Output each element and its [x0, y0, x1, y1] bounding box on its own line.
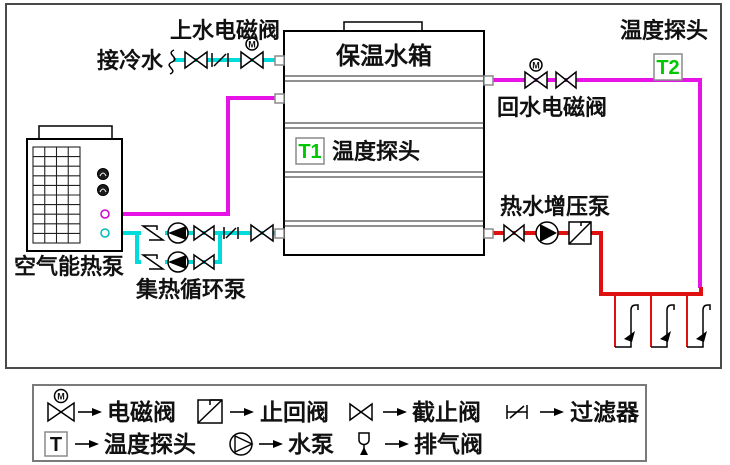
motor-letter: M: [248, 40, 256, 50]
tank-probe-label: 温度探头: [332, 139, 420, 164]
feed-solenoid-label: 上水电磁阀: [170, 18, 280, 43]
booster-pump-label: 热水增压泵: [500, 194, 610, 219]
legend-temperature-probe-icon: T: [44, 431, 68, 457]
stub-hot-outlet: [483, 228, 494, 239]
hot-stop-valve-icon: [503, 223, 525, 243]
collector-stop-valve-icon: [193, 224, 215, 242]
return-solenoid-valve-icon: M: [524, 58, 548, 90]
collector-stop-valve-icon: [250, 223, 274, 243]
legend: M 电磁阀 止回阀 截止阀 过滤器 T: [44, 388, 640, 457]
collector-pump-rotor-icon: [168, 226, 186, 240]
heat-pump-coil-grid: [33, 147, 80, 243]
feed-stop-valve-icon: [184, 50, 208, 70]
supply-port-icon: [100, 209, 110, 219]
hot-water-pipe: [492, 231, 703, 296]
gauge-mark-icon: [99, 188, 107, 193]
legend-item-label: 水泵: [288, 431, 334, 457]
heat-pump-supply-pipe: [109, 96, 275, 216]
t2-probe-label: T2: [656, 57, 679, 79]
collector-check-valve-icon: [140, 225, 166, 241]
tank-title: 保温水箱: [335, 42, 432, 70]
gauge-icon: [97, 184, 109, 196]
return-line: M T2: [524, 53, 683, 90]
collector-stop-valve-icon: [193, 253, 215, 271]
legend-probe-letter: T: [50, 434, 62, 456]
legend-item-label: 温度探头: [104, 431, 196, 457]
t1-probe-box: [295, 137, 325, 165]
tap-drop-pipes: [614, 294, 688, 347]
legend-arrowhead-icon: [92, 408, 102, 416]
faucet-icon: [687, 304, 711, 348]
t1-probe-label: T1: [298, 141, 321, 163]
legend-item-label: 电磁阀: [107, 399, 176, 425]
feed-solenoid-valve-icon: M: [240, 37, 264, 70]
collector-port-icon: [100, 228, 110, 238]
legend-check-valve-icon: [197, 399, 223, 424]
stub-supply-inlet: [274, 93, 285, 104]
faucet-icon: [615, 304, 639, 348]
legend-item-label: 截止阀: [412, 399, 481, 425]
stub-return-outlet: [483, 75, 494, 86]
legend-arrowhead-icon: [89, 440, 99, 448]
gauge-mark-icon: [99, 172, 107, 177]
collector-check-valve-icon: [140, 254, 166, 270]
legend-arrowhead-icon: [273, 440, 283, 448]
cold-inlet-label: 接冷水: [97, 48, 164, 73]
heat-pump-label: 空气能热泵: [14, 254, 124, 279]
collector-filter-icon: [223, 227, 239, 239]
feed-filter-icon: [211, 53, 229, 67]
legend-stop-valve-icon: [349, 402, 373, 422]
t2-probe-box: [653, 53, 683, 81]
stub-cold-inlet: [274, 55, 285, 66]
legend-item-label: 过滤器: [570, 399, 640, 425]
collector-loop-pipe: [109, 231, 275, 264]
collector-pump-rotor-icon: [168, 255, 186, 269]
motor-letter: M: [532, 61, 540, 71]
pipe-break-icon: [168, 49, 176, 75]
legend-item-label: 止回阀: [260, 399, 329, 425]
motor-circle-icon: [245, 37, 259, 51]
faucet-icon: [651, 304, 675, 348]
legend-filter-icon: [506, 405, 528, 419]
gauge-icon: [97, 168, 109, 180]
tank-divider-lines: [284, 75, 484, 227]
cold-feed-line: M: [168, 37, 264, 75]
hot-check-valve-icon: [568, 221, 592, 245]
motor-circle-icon: [529, 58, 543, 72]
diagram-border: [5, 3, 722, 369]
collector-loop: [140, 222, 274, 273]
legend-arrowhead-icon: [397, 408, 407, 416]
legend-border: [32, 384, 647, 462]
booster-line: [503, 221, 592, 245]
return-stop-valve-icon: [555, 70, 577, 90]
probe-top-right-label: 温度探头: [620, 18, 708, 43]
stub-collector-outlet: [274, 228, 285, 239]
legend-arrowhead-icon: [399, 440, 409, 448]
legend-air-vent-valve-icon: [358, 432, 370, 455]
legend-item-label: 排气阀: [414, 431, 483, 457]
legend-solenoid-valve-icon: M: [47, 388, 75, 423]
legend-arrowhead-icon: [554, 408, 564, 416]
booster-pump-rotor-icon: [540, 224, 557, 242]
legend-arrowhead-icon: [244, 408, 254, 416]
heat-pump-unit: [26, 125, 123, 252]
storage-tank: 保温水箱 T1 温度探头: [283, 21, 485, 256]
heat-pump-top: [38, 125, 113, 140]
return-solenoid-label: 回水电磁阀: [497, 95, 607, 120]
motor-letter: M: [57, 392, 65, 402]
legend-water-pump-icon: [229, 432, 254, 456]
collector-pump-label: 集热循环泵: [135, 277, 246, 302]
